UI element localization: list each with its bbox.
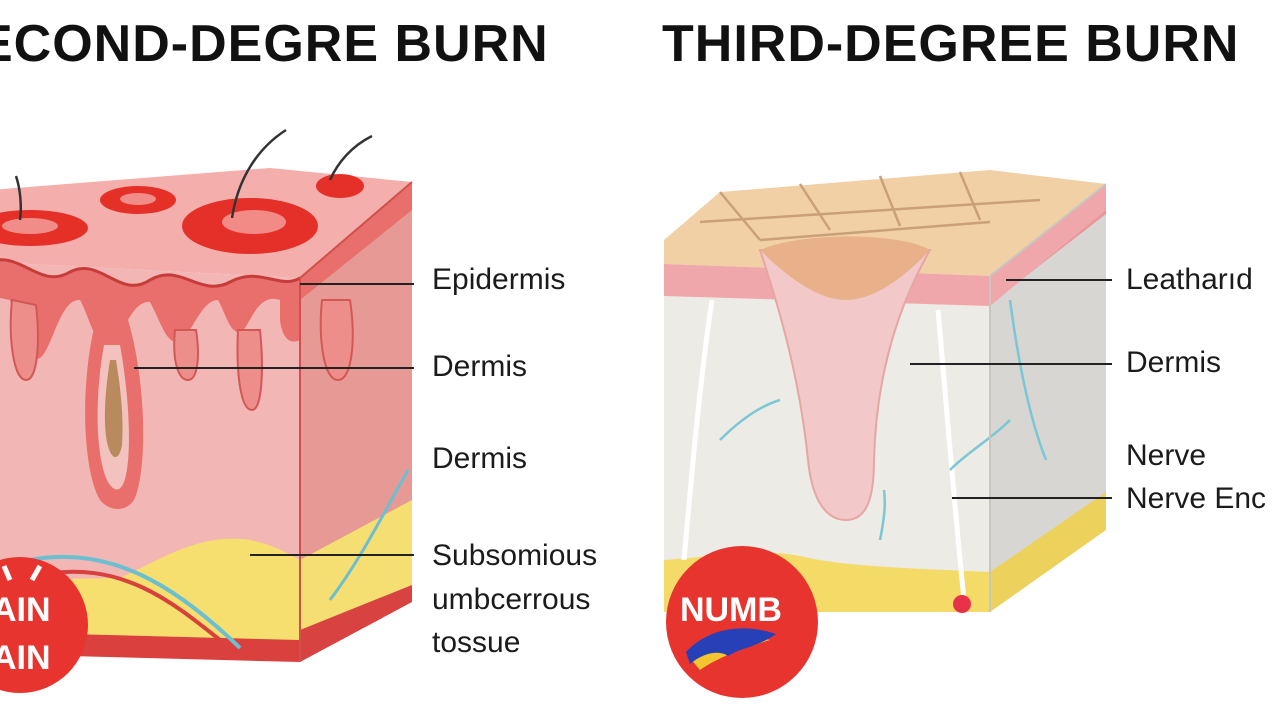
right-nerve-right [935,309,967,601]
left-epidermis-drip-outline [0,258,301,288]
left-vessel-red [39,569,222,642]
pain-badge-text-top: AIN [0,591,51,629]
right-nerve-ending-dot [953,595,971,613]
label-nerve: Nerve [1126,439,1207,472]
second-degree-title: ECOND-DEGRE BURN [0,15,549,73]
left-hair-1 [230,128,287,219]
left-callout-lines [134,283,414,556]
label-leathery: Leatharıd [1126,263,1253,296]
label-dermis-upper: Dermis [432,350,527,383]
label-subcutaneous-line2: umbcerrous [432,583,591,616]
label-dermis-right: Dermis [1126,346,1221,379]
label-dermis-lower: Dermis [432,442,527,475]
left-hair-3 [14,175,23,221]
left-blister-4 [316,174,364,198]
third-degree-title: THIRD-DEGREE BURN [662,15,1240,73]
right-block-side-face [990,200,1106,600]
numb-badge-swoosh-blue [686,628,776,664]
left-block-edge [299,181,413,662]
right-vessel-3 [1008,299,1048,461]
right-nerve-left [681,299,715,561]
pain-badge [0,557,88,693]
third-degree-skin-block [664,170,1107,613]
numb-badge-text: NUMB [680,591,782,629]
left-vessel-blue [29,554,242,650]
left-blister-2-core [120,193,156,205]
pain-badge-tick-1 [1,565,13,581]
left-drip-2 [173,329,199,382]
left-blister-1-core [2,218,58,234]
pain-badge-tick-2 [29,564,43,582]
left-drip-4 [319,299,354,382]
right-block-edge [989,183,1107,612]
right-vessel-4 [878,489,887,541]
right-block-side-fat [990,492,1106,612]
left-drip-3 [236,329,263,412]
left-drip-1 [9,298,39,382]
label-subcutaneous-line1: Subsomious [432,539,598,572]
right-char-cracks [699,171,1041,242]
label-subcutaneous-line3: tossue [432,626,521,659]
label-nerve-endings: Nerve Enc [1126,482,1267,515]
right-callout-lines [910,279,1112,499]
second-degree-skin-block [0,128,413,662]
right-burn-wedge-top [760,236,930,300]
left-epidermis-band [0,182,412,359]
left-block-side-bottom [300,585,412,662]
left-follicle-shaft [104,360,123,458]
right-vessel-2 [949,419,1011,471]
pain-badge-text-bottom: AIN [0,639,51,677]
left-blister-3-core [222,210,286,234]
label-epidermis: Epidermis [432,263,566,296]
right-vessel-1 [719,398,781,441]
left-vessel-side [328,469,410,601]
right-burn-wedge [758,249,932,522]
pain-badge-circle [0,557,88,693]
left-hair-2 [328,134,373,181]
numb-badge [666,546,818,698]
left-block-side-fat [300,500,412,640]
